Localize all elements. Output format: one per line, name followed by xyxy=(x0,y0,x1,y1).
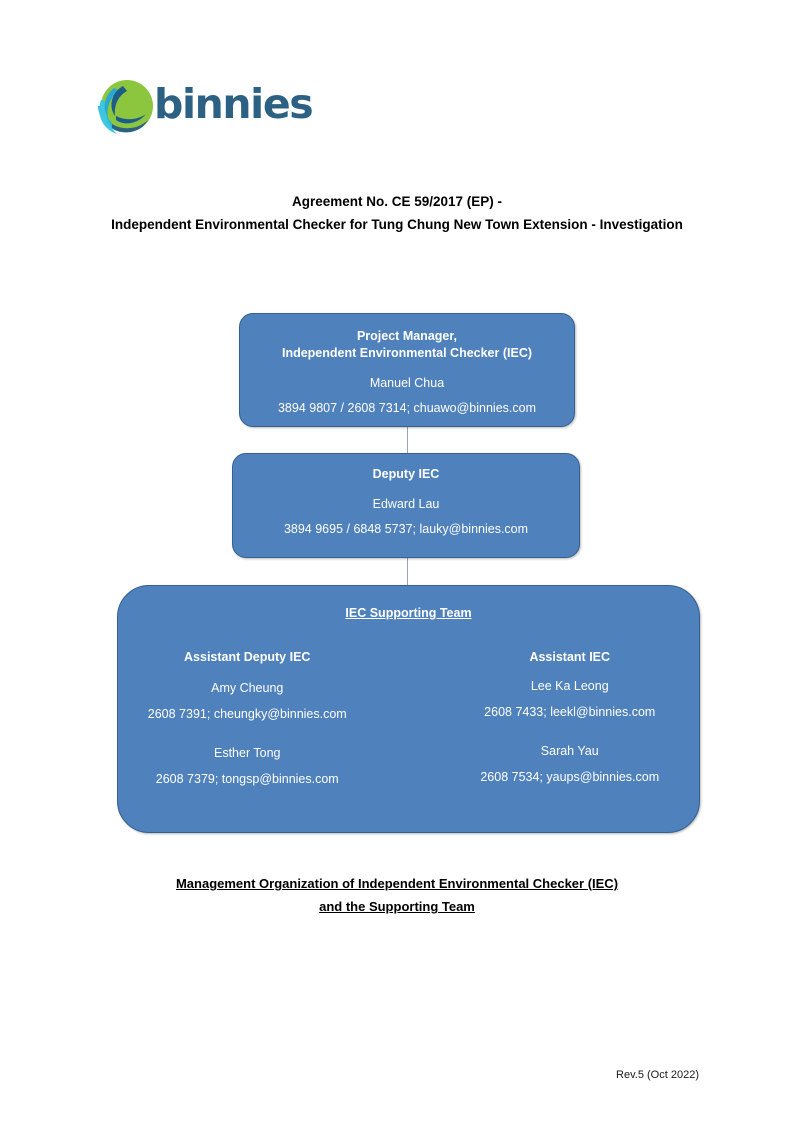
company-logo: binnies xyxy=(92,76,392,142)
spacer xyxy=(233,483,579,496)
team-member: Esther Tong 2608 7379; tongsp@binnies.co… xyxy=(118,745,377,788)
supporting-team-columns: Assistant Deputy IEC Amy Cheung 2608 739… xyxy=(118,648,699,788)
connector-deputy-to-team xyxy=(407,558,408,586)
supporting-team-title: IEC Supporting Team xyxy=(345,606,472,620)
pm-contact: 3894 9807 / 2608 7314; chuawo@binnies.co… xyxy=(277,401,536,415)
member-name: Sarah Yau xyxy=(540,744,599,758)
node-supporting-team: IEC Supporting Team Assistant Deputy IEC… xyxy=(117,585,700,833)
logo-wordmark: binnies xyxy=(154,80,314,128)
team-member: Lee Ka Leong 2608 7433; leekl@binnies.co… xyxy=(441,678,700,721)
column-assistant-iec: Assistant IEC Lee Ka Leong 2608 7433; le… xyxy=(415,648,700,788)
pm-name: Manuel Chua xyxy=(369,376,445,390)
member-name: Esther Tong xyxy=(214,746,281,760)
connector-pm-to-deputy xyxy=(407,427,408,454)
caption-line-2: and the Supporting Team xyxy=(319,899,475,914)
figure-caption: Management Organization of Independent E… xyxy=(0,872,794,918)
spacer xyxy=(233,512,579,521)
deputy-contact: 3894 9695 / 6848 5737; lauky@binnies.com xyxy=(283,522,529,536)
caption-row-2: and the Supporting Team xyxy=(0,895,794,918)
title-line-2: Independent Environmental Checker for Tu… xyxy=(111,217,683,232)
revision-footer: Rev.5 (Oct 2022) xyxy=(616,1069,699,1081)
deputy-role: Deputy IEC xyxy=(372,467,440,481)
column-assistant-deputy-iec: Assistant Deputy IEC Amy Cheung 2608 739… xyxy=(118,648,415,788)
member-contact: 2608 7433; leekl@binnies.com xyxy=(484,705,656,719)
member-contact: 2608 7379; tongsp@binnies.com xyxy=(155,772,339,786)
caption-line-1: Management Organization of Independent E… xyxy=(175,876,619,891)
pm-role-line-1: Project Manager, xyxy=(356,329,458,343)
member-name: Lee Ka Leong xyxy=(530,679,609,693)
column-heading: Assistant IEC xyxy=(529,650,611,664)
member-name: Amy Cheung xyxy=(211,681,284,695)
team-member: Sarah Yau 2608 7534; yaups@binnies.com xyxy=(441,743,700,786)
binnies-logo-mark-icon xyxy=(92,76,158,142)
pm-role-line-2: Independent Environmental Checker (IEC) xyxy=(281,346,533,360)
title-line-1: Agreement No. CE 59/2017 (EP) - xyxy=(291,194,503,209)
deputy-name: Edward Lau xyxy=(372,497,440,511)
node-project-manager: Project Manager, Independent Environment… xyxy=(239,313,575,427)
spacer xyxy=(240,391,574,400)
column-heading: Assistant Deputy IEC xyxy=(184,650,311,664)
node-deputy-iec: Deputy IEC Edward Lau 3894 9695 / 6848 5… xyxy=(232,453,580,558)
member-contact: 2608 7391; cheungky@binnies.com xyxy=(147,707,347,721)
member-contact: 2608 7534; yaups@binnies.com xyxy=(480,770,660,784)
caption-row-1: Management Organization of Independent E… xyxy=(0,872,794,895)
team-member: Amy Cheung 2608 7391; cheungky@binnies.c… xyxy=(118,680,377,723)
document-title: Agreement No. CE 59/2017 (EP) - Independ… xyxy=(0,190,794,236)
spacer xyxy=(240,362,574,375)
